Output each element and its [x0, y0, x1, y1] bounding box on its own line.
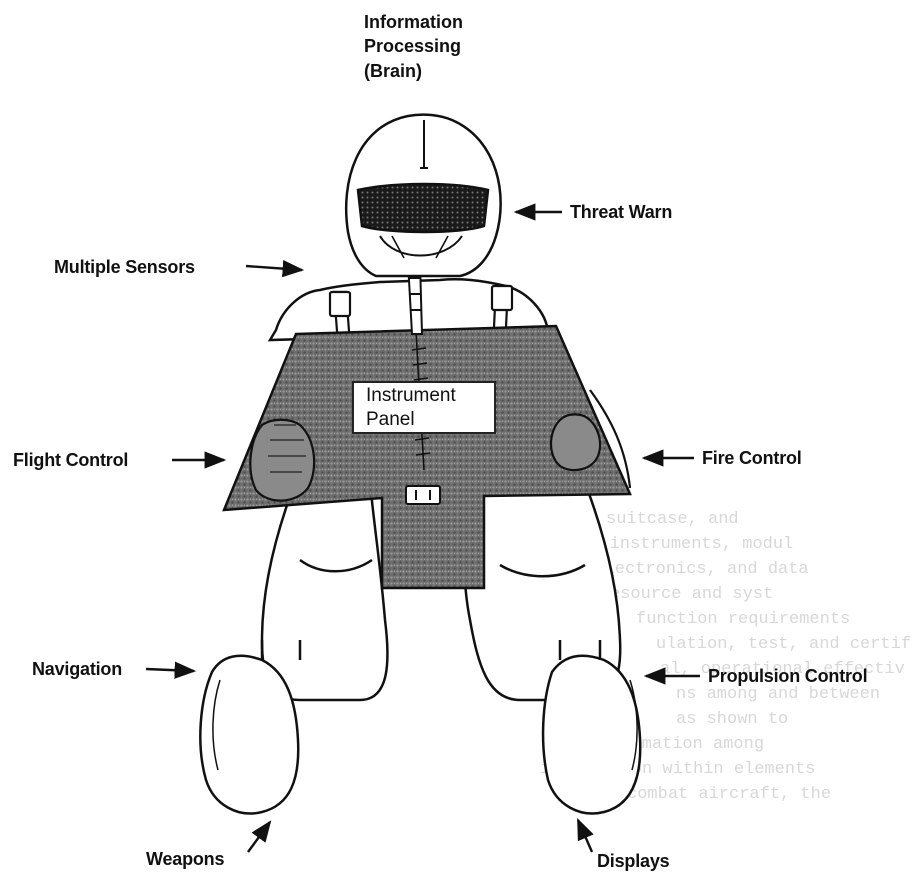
label-displays: Displays: [597, 852, 669, 870]
instrument-panel-label: Instrument Panel: [352, 381, 496, 434]
label-line: Information: [364, 10, 544, 34]
label-threat-warn: Threat Warn: [570, 203, 672, 221]
arrow-weapons: [248, 822, 270, 852]
arrow-navigation: [146, 669, 194, 671]
label-flight-control: Flight Control: [13, 451, 128, 469]
belt-buckle: [406, 486, 440, 504]
label-navigation: Navigation: [32, 660, 122, 678]
arrow-displays: [578, 820, 592, 852]
label-weapons: Weapons: [146, 850, 224, 868]
arrow-multiple-sensors: [246, 266, 302, 270]
helmet: [346, 115, 500, 276]
label-line: Instrument: [366, 384, 494, 408]
label-line: Panel: [366, 408, 494, 432]
boots: [200, 640, 640, 813]
label-information-processing: Information Processing (Brain): [364, 10, 544, 83]
left-arm: [250, 420, 314, 501]
label-fire-control: Fire Control: [702, 449, 802, 467]
label-multiple-sensors: Multiple Sensors: [54, 258, 195, 276]
label-line: (Brain): [364, 59, 544, 83]
label-propulsion-control: Propulsion Control: [708, 667, 867, 685]
label-line: Processing: [364, 34, 544, 58]
